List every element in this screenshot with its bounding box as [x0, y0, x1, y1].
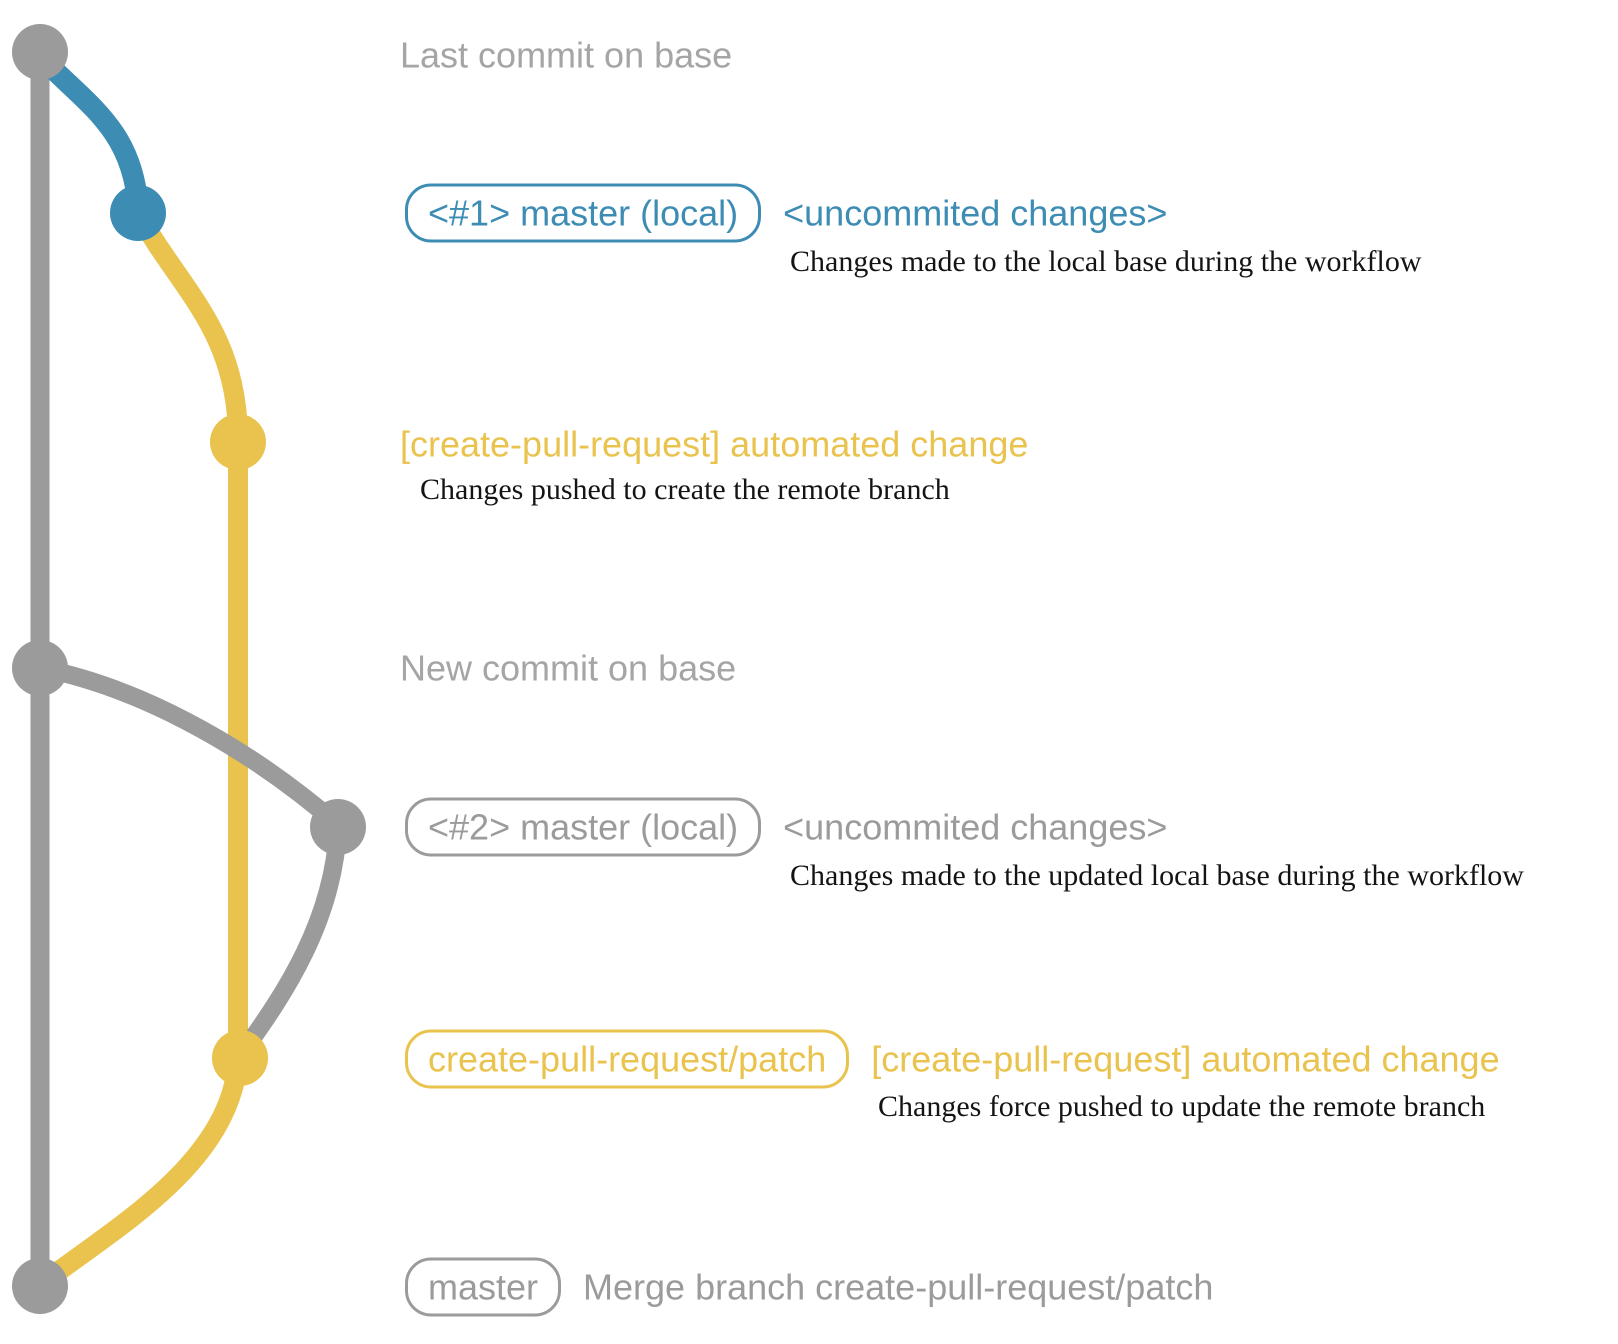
commit-row-local-2: <#2> master (local) <uncommited changes>	[405, 797, 1168, 857]
label-new-commit-on-base: New commit on base	[400, 646, 736, 691]
commit-note-push-2: Changes force pushed to update the remot…	[878, 1090, 1486, 1123]
new-commit-title: New commit on base	[400, 647, 737, 689]
commit-note-local-2: Changes made to the updated local base d…	[790, 859, 1524, 892]
local-branch-path	[29, 45, 149, 217]
commit-subject-automated-2: [create-pull-request] automated change	[871, 1038, 1500, 1080]
commit-row-push-1: [create-pull-request] automated change	[400, 422, 1028, 467]
commit-dot-local-1	[110, 185, 166, 241]
label-last-commit-on-base: Last commit on base	[400, 33, 732, 78]
branch-badge-master-local-1: <#1> master (local)	[405, 183, 762, 243]
commit-subject-uncommited-2: <uncommited changes>	[783, 806, 1168, 848]
updated-local-branch-path	[31, 659, 347, 1059]
commit-dot-push-1	[210, 414, 266, 470]
last-commit-title: Last commit on base	[400, 34, 733, 76]
commit-note-push-1: Changes pushed to create the remote bran…	[420, 473, 950, 506]
commit-row-push-2: create-pull-request/patch [create-pull-r…	[405, 1029, 1500, 1089]
commit-row-local-1: <#1> master (local) <uncommited changes>	[405, 183, 1168, 243]
create-pull-request-branch-path	[34, 203, 248, 1292]
commit-subject-uncommited-1: <uncommited changes>	[783, 192, 1168, 234]
commit-subject-automated-1: [create-pull-request] automated change	[400, 423, 1029, 465]
commit-note-local-1: Changes made to the local base during th…	[790, 245, 1422, 278]
branch-badge-master: master	[405, 1257, 562, 1317]
branch-badge-master-local-2: <#2> master (local)	[405, 797, 762, 857]
commit-dot-local-2	[310, 799, 366, 855]
commit-dot-last-base	[12, 24, 68, 80]
commit-dot-merge	[12, 1258, 68, 1314]
commit-subject-merge: Merge branch create-pull-request/patch	[583, 1266, 1214, 1308]
commit-dot-push-2	[212, 1030, 268, 1086]
commit-dot-new-base	[12, 640, 68, 696]
commit-row-merge: master Merge branch create-pull-request/…	[405, 1257, 1214, 1317]
branch-badge-create-pull-request-patch: create-pull-request/patch	[405, 1029, 850, 1089]
